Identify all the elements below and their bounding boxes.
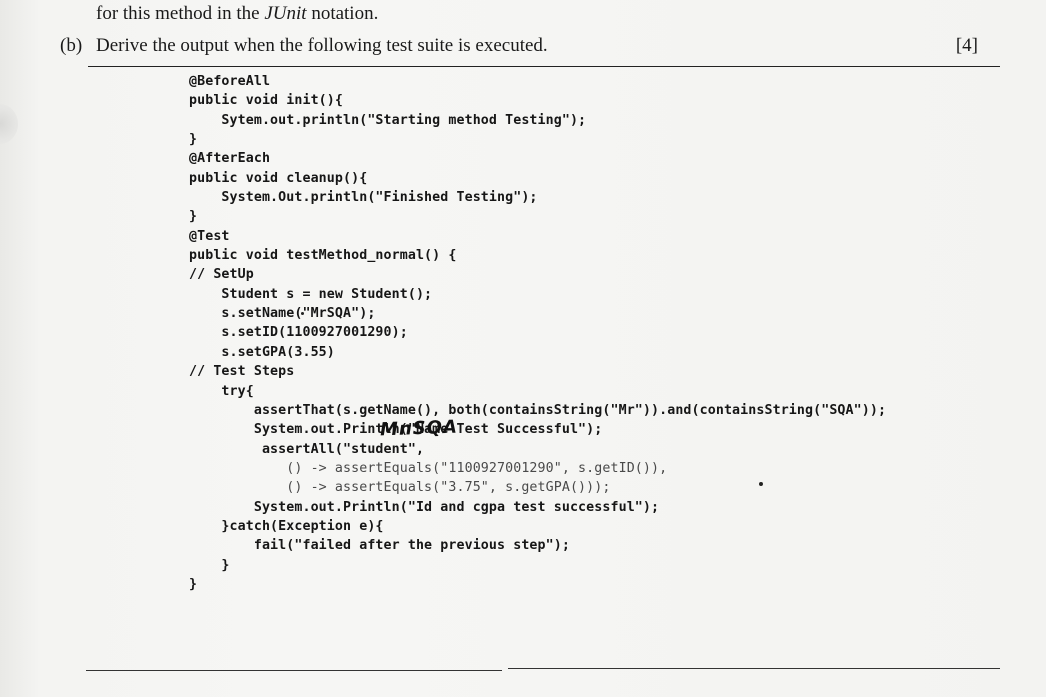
code-line: // SetUp xyxy=(189,267,254,283)
intro-suffix: notation. xyxy=(306,3,379,24)
intro-prefix: for this method in the xyxy=(96,3,265,24)
code-block: @BeforeAll public void init(){ Sytem.out.… xyxy=(189,72,886,594)
pen-mark xyxy=(301,312,304,315)
code-line: s.setName("MrSQA"); xyxy=(189,306,376,322)
code-line: assertThat(s.getName(), both(containsStr… xyxy=(189,402,887,418)
code-line: @Test xyxy=(189,228,230,244)
code-line: try{ xyxy=(189,383,254,399)
code-line: public void init(){ xyxy=(189,93,344,109)
handwritten-note: MnSQA xyxy=(379,416,459,441)
code-line: s.setGPA(3.55) xyxy=(189,344,335,360)
top-rule xyxy=(88,66,1000,67)
code-line: public void testMethod_normal() { xyxy=(189,248,457,264)
code-line: () -> assertEquals("1100927001290", s.ge… xyxy=(189,460,668,476)
code-line: @BeforeAll xyxy=(189,74,271,89)
intro-italic: JUnit xyxy=(264,3,307,24)
question-text: Derive the output when the following tes… xyxy=(96,35,548,56)
code-line: () -> assertEquals("3.75", s.getGPA())); xyxy=(189,480,611,496)
question-label: (b) xyxy=(60,35,83,56)
bottom-rule-right xyxy=(508,668,1000,669)
code-line: }catch(Exception e){ xyxy=(189,518,384,534)
question-line: (b) Derive the output when the following … xyxy=(60,34,1000,58)
code-line: @AfterEach xyxy=(189,151,271,167)
code-line: s.setID(1100927001290); xyxy=(189,325,408,341)
code-line: System.out.Println("Name Test Successful… xyxy=(189,422,603,438)
code-line: } xyxy=(189,557,230,573)
code-line: fail("failed after the previous step"); xyxy=(189,538,570,554)
code-line: Student s = new Student(); xyxy=(189,286,433,302)
code-line: } xyxy=(189,576,198,592)
code-line: } xyxy=(189,132,198,148)
code-line: System.out.Println("Id and cgpa test suc… xyxy=(189,499,660,515)
pen-mark xyxy=(759,482,763,486)
code-line: // Test Steps xyxy=(189,364,295,380)
question-marks: [4] xyxy=(955,35,978,56)
intro-line: for this method in the JUnit notation. xyxy=(96,2,378,26)
code-line: System.Out.println("Finished Testing"); xyxy=(189,190,538,206)
code-line: public void cleanup(){ xyxy=(189,170,368,186)
bottom-rule-left xyxy=(86,670,502,671)
binder-hole xyxy=(0,104,18,144)
code-line: } xyxy=(189,209,198,225)
code-line: Sytem.out.println("Starting method Testi… xyxy=(189,112,587,128)
code-line: assertAll("student", xyxy=(189,441,425,457)
